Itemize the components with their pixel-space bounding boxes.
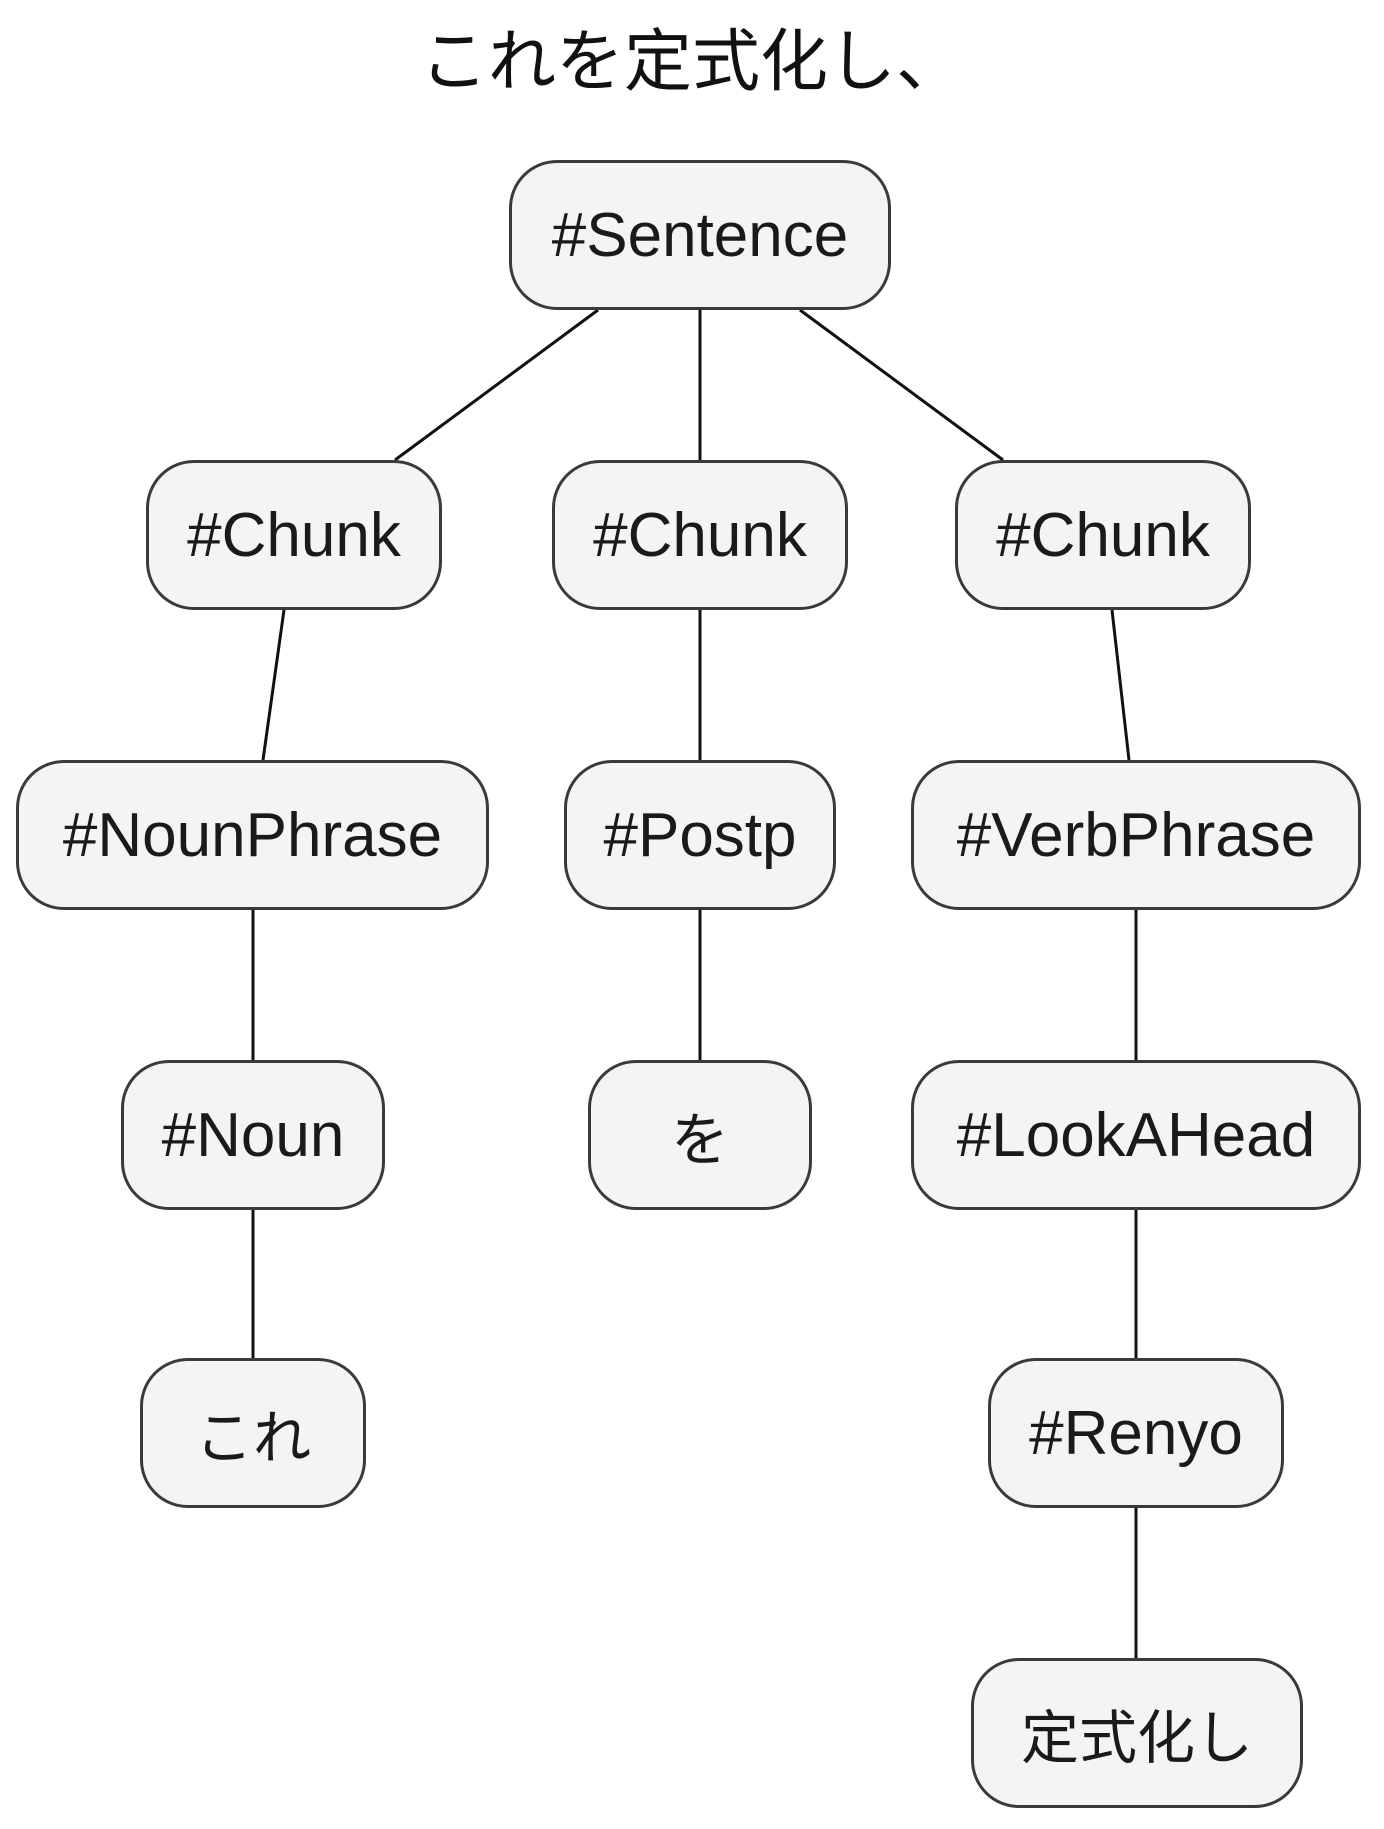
edge-sentence-chunk-3 (799, 308, 1004, 462)
node-postp: #Postp (564, 760, 836, 910)
node-renyo: #Renyo (988, 1358, 1284, 1508)
node-sentence: #Sentence (509, 160, 891, 310)
node-chunk-3: #Chunk (955, 460, 1251, 610)
node-noun: #Noun (121, 1060, 385, 1210)
node-word-wo: を (588, 1060, 812, 1210)
node-word-kore: これ (140, 1358, 366, 1508)
edge-chunk-3-verbphrase (1110, 609, 1131, 761)
node-chunk-2: #Chunk (552, 460, 848, 610)
edge-chunk-1-nounphrase (261, 609, 286, 761)
node-word-teishikika: 定式化し (971, 1658, 1303, 1808)
node-chunk-1: #Chunk (146, 460, 442, 610)
node-look-ahead: #LookAHead (911, 1060, 1361, 1210)
node-noun-phrase: #NounPhrase (16, 760, 489, 910)
diagram-title: これを定式化し、 (419, 23, 964, 102)
node-verb-phrase: #VerbPhrase (911, 760, 1361, 910)
edge-sentence-chunk-1 (394, 308, 599, 462)
